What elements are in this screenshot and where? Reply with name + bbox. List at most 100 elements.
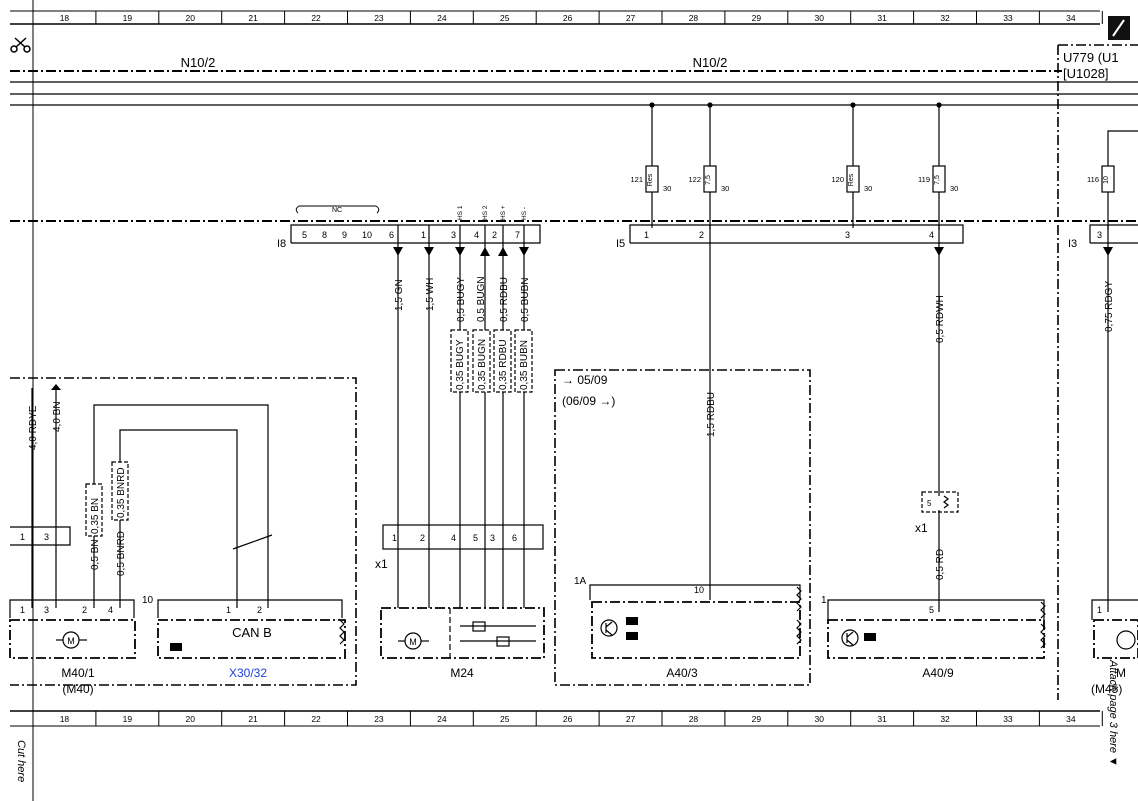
left-label-boxes bbox=[85, 461, 129, 537]
wire-bn05: 0,5 BN bbox=[90, 539, 101, 570]
svg-text:121: 121 bbox=[630, 175, 643, 184]
m24-pin-label: 3 bbox=[490, 533, 495, 543]
m24-motor-icon: M bbox=[409, 637, 417, 647]
top-ruler bbox=[10, 10, 1100, 25]
i8-nc-bracket bbox=[295, 205, 380, 214]
ruler-label-top: 22 bbox=[311, 13, 321, 23]
i8-top-hs1: HS 1 bbox=[457, 205, 464, 220]
m40-pin-2: 2 bbox=[82, 605, 87, 615]
ten-label: 10 bbox=[142, 595, 154, 606]
m40-top-pin-1: 1 bbox=[20, 532, 25, 542]
ruler-label-top: 33 bbox=[1003, 13, 1013, 23]
i8-wire-labels: 1,5 GN 1,5 WH 0,5 BUGY 0,5 BUGN 0,5 RDBU… bbox=[394, 276, 531, 322]
wire-rdwh: 0,5 RDWH bbox=[935, 295, 946, 343]
ruler-label-top: 31 bbox=[877, 13, 887, 23]
ruler-label-bottom: 34 bbox=[1066, 714, 1076, 724]
svg-text:116: 116 bbox=[1087, 175, 1099, 184]
i5-pin-label: 1 bbox=[644, 230, 649, 240]
x30-pin-2: 2 bbox=[257, 605, 262, 615]
i8-nc-label: NC bbox=[332, 207, 342, 214]
i8-pin-label: 1 bbox=[421, 230, 426, 240]
connector-i3-label: I3 bbox=[1068, 238, 1077, 250]
i8-pin-label: 6 bbox=[389, 230, 394, 240]
a40-9-pin-one: 1 bbox=[821, 595, 827, 606]
ruler-label-top: 34 bbox=[1066, 13, 1076, 23]
ruler-label-bottom: 26 bbox=[563, 714, 573, 724]
i5-wires bbox=[709, 225, 1109, 612]
ruler-label-bottom: 20 bbox=[186, 714, 196, 724]
i5-pin-label: 4 bbox=[929, 230, 934, 240]
scissors-icon bbox=[10, 37, 31, 53]
wire-rdye: 4,0 RDYE bbox=[28, 405, 39, 450]
svg-text:0,5 BUGN: 0,5 BUGN bbox=[476, 276, 487, 322]
svg-text:0,35 BUBN: 0,35 BUBN bbox=[519, 340, 530, 390]
a40-3-pin-label: 1A bbox=[574, 576, 587, 587]
i8-pin-label: 2 bbox=[492, 230, 497, 240]
x1-pin-label: 5 bbox=[927, 499, 932, 508]
ruler-label-bottom: 30 bbox=[815, 714, 825, 724]
a40-9-pin: 5 bbox=[929, 605, 934, 615]
ruler-label-top: 18 bbox=[60, 13, 70, 23]
m40-alt-label: (M40) bbox=[62, 682, 93, 696]
ruler-label-top: 24 bbox=[437, 13, 447, 23]
svg-text:10: 10 bbox=[1103, 176, 1110, 184]
m24-pin-label: 4 bbox=[451, 533, 456, 543]
m40-pin-1: 1 bbox=[20, 605, 25, 615]
i8-pin-label: 5 bbox=[302, 230, 307, 240]
m24-pin-label: 5 bbox=[473, 533, 478, 543]
ruler-label-top: 26 bbox=[563, 13, 573, 23]
ruler-label-bottom: 31 bbox=[877, 714, 887, 724]
ruler-label-top: 32 bbox=[940, 13, 950, 23]
ruler-label-top: 27 bbox=[626, 13, 636, 23]
a40-9-label: A40/9 bbox=[922, 666, 954, 680]
m40-top-pin-3: 3 bbox=[44, 532, 49, 542]
wire-rdgy: 0,75 RDGY bbox=[1104, 281, 1115, 332]
i8-pin-label: 9 bbox=[342, 230, 347, 240]
x1-plug-a409 bbox=[921, 491, 959, 513]
ruler-label-bottom: 18 bbox=[60, 714, 70, 724]
twisted-pair-label-boxes bbox=[450, 329, 533, 393]
connector-i5-label: I5 bbox=[616, 238, 625, 250]
m24-block bbox=[380, 607, 545, 659]
x30-pin-1: 1 bbox=[226, 605, 231, 615]
ruler-label-top: 25 bbox=[500, 13, 510, 23]
x30-32-link[interactable]: X30/32 bbox=[229, 666, 267, 680]
left-module-frame bbox=[10, 377, 357, 686]
svg-text:7,5: 7,5 bbox=[934, 175, 941, 185]
ruler-label-bottom: 33 bbox=[1003, 714, 1013, 724]
ruler-label-bottom: 19 bbox=[123, 714, 133, 724]
fuse-121: Res 121 30 bbox=[630, 165, 671, 193]
svg-text:Res: Res bbox=[848, 173, 855, 186]
m40-pin-4: 4 bbox=[108, 605, 113, 615]
m45-top-label: M bbox=[1116, 666, 1126, 680]
ruler-label-top: 19 bbox=[123, 13, 133, 23]
module-boundary-top bbox=[10, 70, 1138, 106]
connector-i3 bbox=[1089, 224, 1138, 244]
svg-text:122: 122 bbox=[688, 175, 701, 184]
svg-text:30: 30 bbox=[663, 184, 671, 193]
wire-rd05: 0,5 RD bbox=[935, 549, 946, 580]
svg-text:119: 119 bbox=[918, 175, 930, 184]
connector-i5 bbox=[629, 224, 964, 244]
fuse-116: 10 116 bbox=[1087, 165, 1115, 193]
svg-text:Res: Res bbox=[647, 173, 654, 186]
m45-pin: 1 bbox=[1097, 605, 1102, 615]
n10-left-label: N10/2 bbox=[181, 55, 216, 70]
u779-boundary bbox=[1057, 44, 1138, 700]
cut-here-note: Cut here bbox=[15, 740, 27, 782]
i3-pin: 3 bbox=[1097, 230, 1102, 240]
ruler-label-bottom: 22 bbox=[311, 714, 321, 724]
ruler-label-bottom: 32 bbox=[940, 714, 950, 724]
fuse-120: Res 120 30 bbox=[831, 165, 872, 193]
attach-page-note: Attach page 3 here ▼ bbox=[1107, 659, 1119, 767]
ruler-label-bottom: 24 bbox=[437, 714, 447, 724]
i5-markers bbox=[934, 247, 1113, 256]
i8-pin-label: 7 bbox=[515, 230, 520, 240]
page-corner-icon bbox=[1108, 16, 1130, 40]
i8-pin-label: 10 bbox=[362, 230, 372, 240]
i5-pin-label: 2 bbox=[699, 230, 704, 240]
svg-text:0,5 RDBU: 0,5 RDBU bbox=[499, 277, 510, 322]
x1-a409-label: x1 bbox=[915, 521, 928, 535]
svg-text:1,5 GN: 1,5 GN bbox=[394, 279, 405, 311]
wire-bn35: 0,35 BN bbox=[90, 498, 101, 534]
